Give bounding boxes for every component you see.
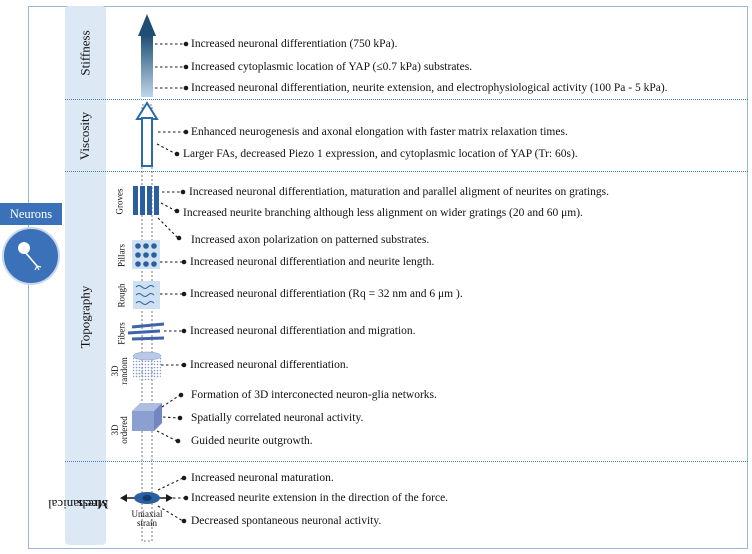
stress-item-2: Increased neurite extension in the direc… (191, 492, 449, 504)
random-3d-icon (132, 351, 162, 380)
separator-1 (65, 99, 748, 100)
topography-item-8: Formation of 3D interconected neuron-gli… (191, 389, 437, 401)
topography-item-1: Increased neuronal differentiation, matu… (189, 186, 610, 198)
topography-item-7: Increased neuronal differentiation. (190, 359, 349, 371)
neurons-label: Neurons (0, 203, 62, 225)
viscosity-item-1: Enhanced neurogenesis and axonal elongat… (191, 126, 568, 138)
stiffness-item-3: Increased neuronal differentiation, neur… (191, 82, 668, 94)
sublabel-pillars: Pillars (116, 244, 127, 268)
uniaxial-strain-icon (120, 492, 173, 504)
fibers-icon (127, 322, 165, 341)
stress-item-1: Increased neuronal maturation. (191, 472, 334, 484)
topography-item-4: Increased neuronal differentiation and n… (190, 256, 435, 268)
topography-item-10: Guided neurite outgrowth. (191, 435, 313, 447)
topography-item-2: Increased neurite branching although les… (183, 207, 583, 219)
pillars-icon (132, 240, 160, 269)
topography-item-5: Increased neuronal differentiation (Rq =… (190, 288, 463, 300)
groves-icon (133, 186, 159, 215)
sublabel-groves: Groves (114, 188, 125, 215)
sublabel-rough: Rough (116, 283, 127, 308)
central-axis (141, 104, 153, 542)
viscosity-arrow (135, 101, 159, 167)
connector-dots (174, 41, 189, 524)
rough-icon (133, 281, 160, 309)
ordered-3d-icon (132, 403, 162, 431)
stress-item-3: Decreased spontaneous neuronal activity. (191, 515, 382, 527)
topography-item-9: Spatially correlated neuronal activity. (191, 412, 364, 424)
topography-item-3: Increased axon polarization on patterned… (191, 234, 430, 246)
separator-3 (65, 461, 748, 462)
stiffness-item-2: Increased cytoplasmic location of YAP (≤… (191, 61, 473, 73)
neuron-icon (2, 227, 60, 285)
stiffness-arrow (138, 14, 156, 97)
topography-item-6: Increased neuronal differentiation and m… (190, 325, 416, 337)
connector-lines (155, 43, 185, 522)
sublabel-fibers: Fibers (116, 322, 127, 345)
stiffness-item-1: Increased neuronal differentiation (750 … (191, 38, 398, 50)
separator-2 (65, 171, 748, 172)
category-sidebar: Stiffness Viscosity Topography Mechanica… (48, 6, 109, 545)
viscosity-item-2: Larger FAs, decreased Piezo 1 expression… (183, 148, 578, 160)
